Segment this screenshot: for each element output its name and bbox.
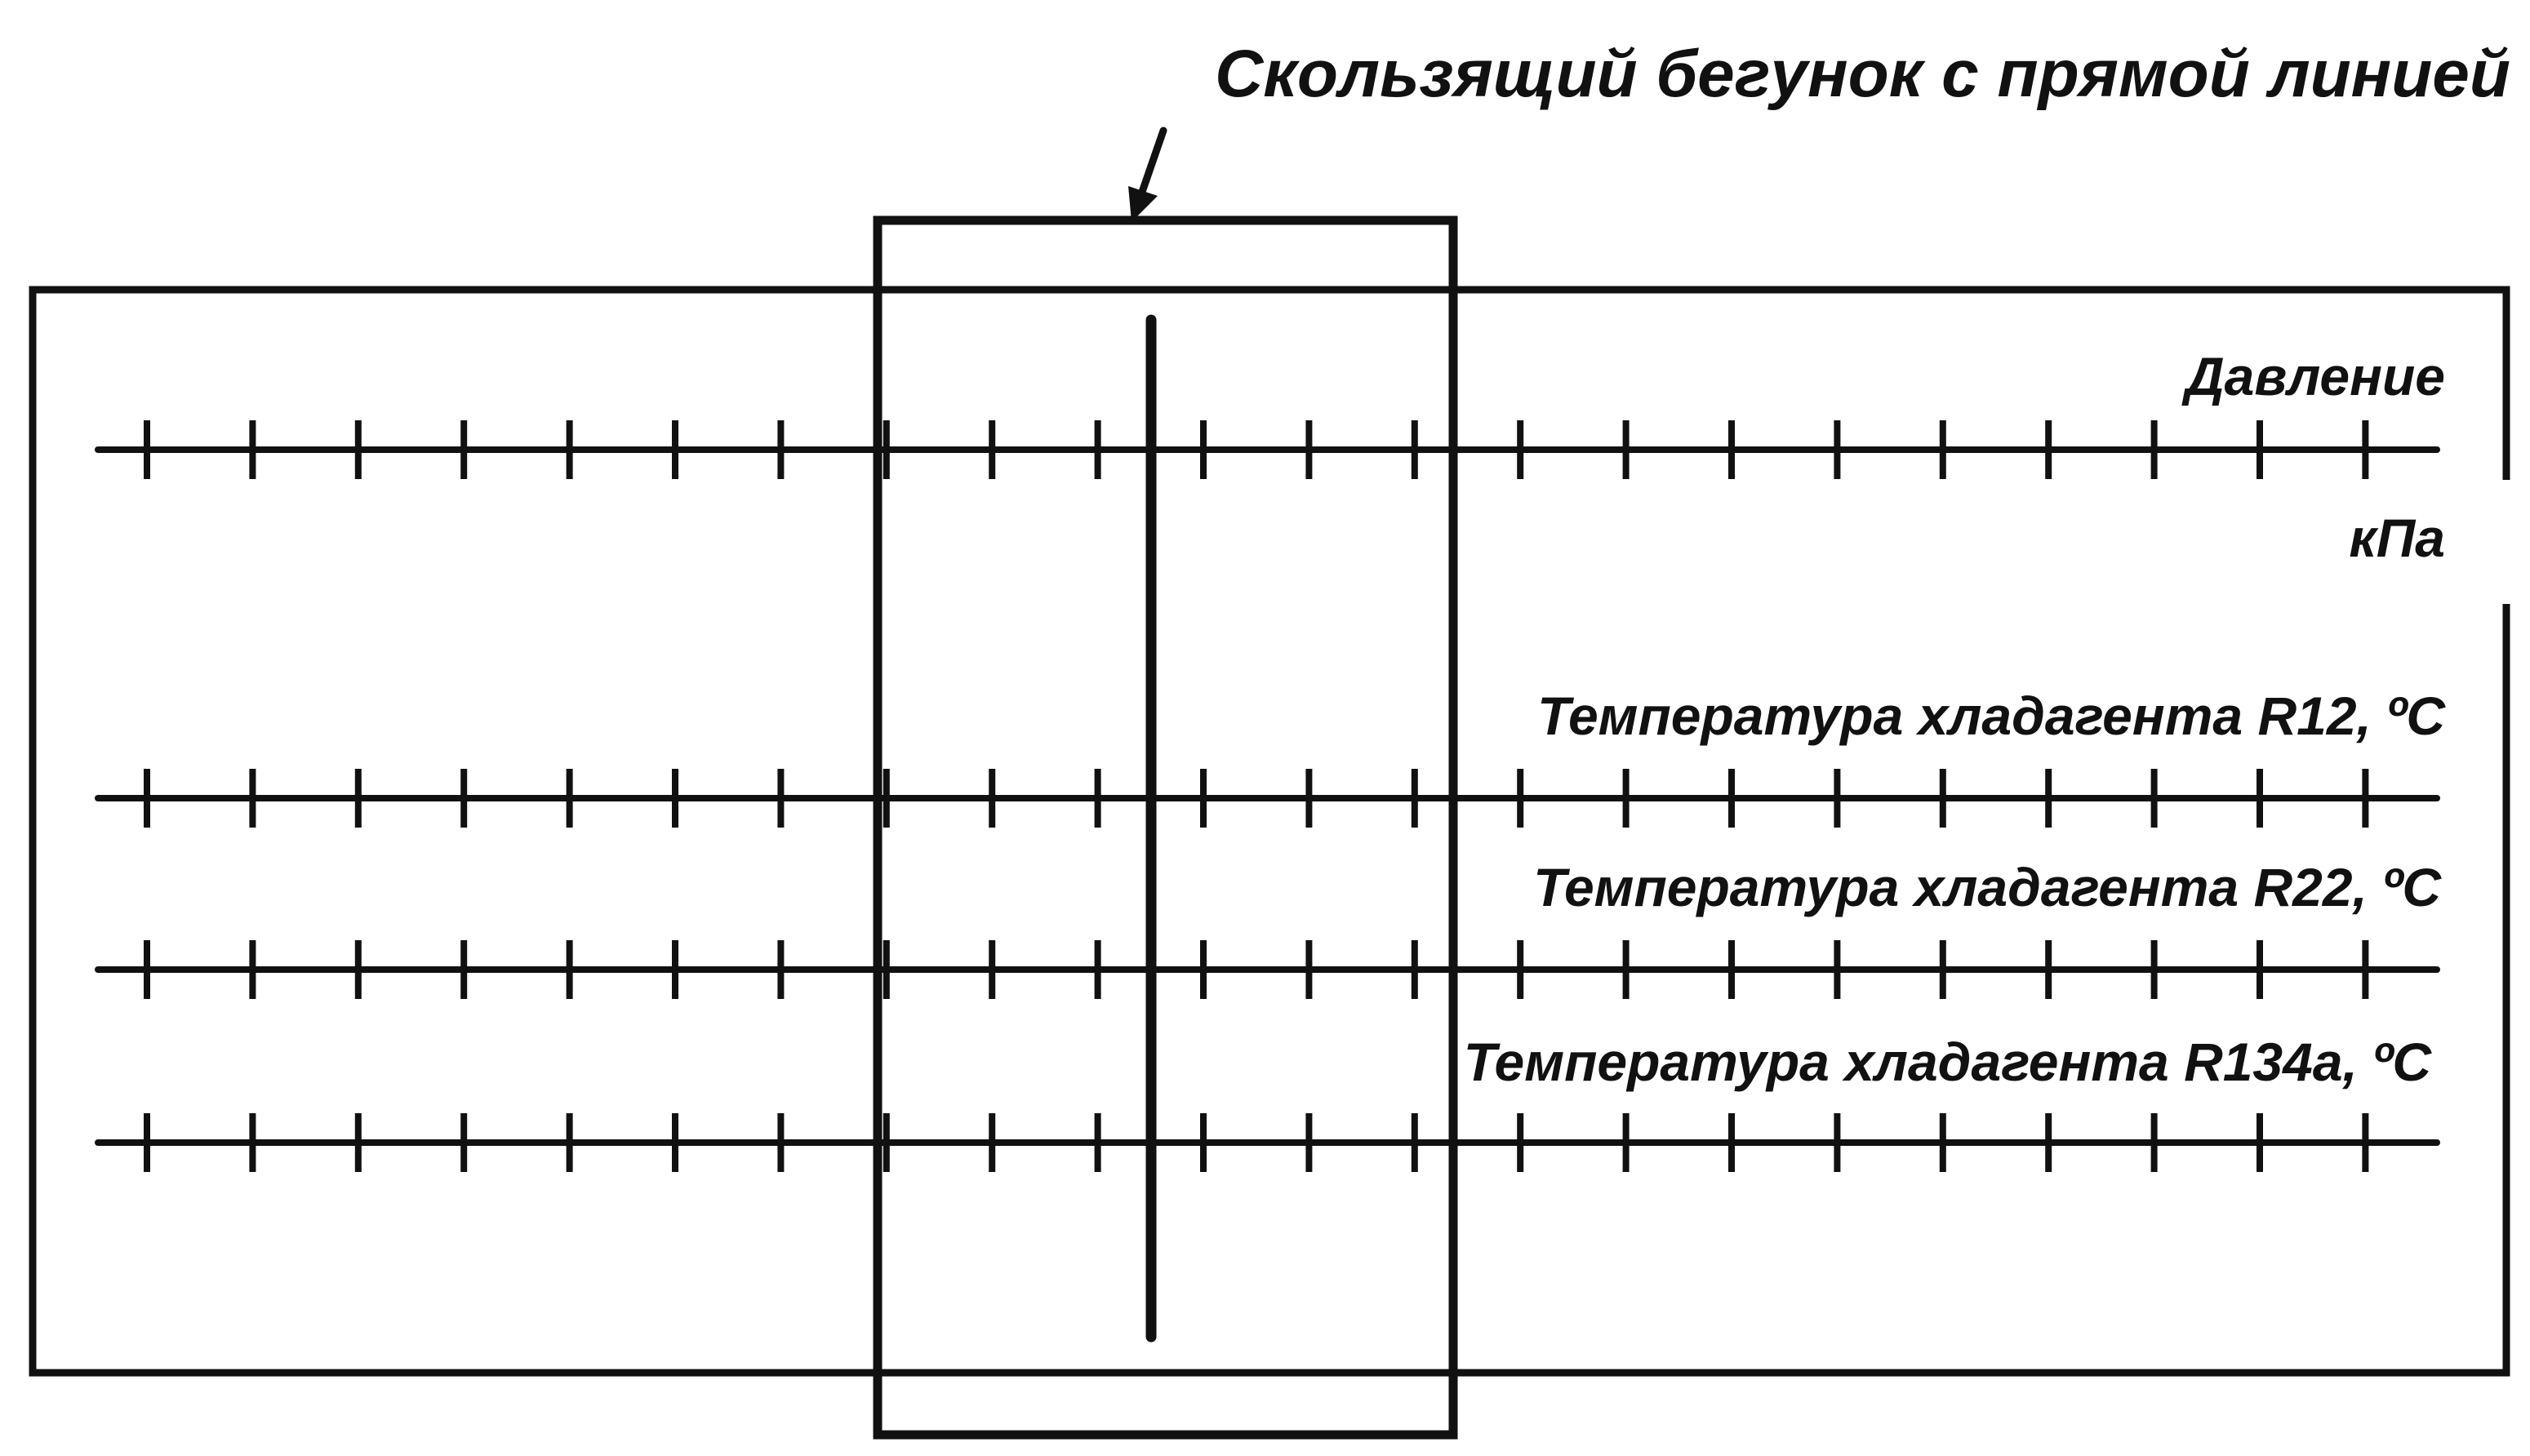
r134a-scale-label: Температура хладагента R134a, ºC [1464, 1032, 2433, 1092]
r12-scale [95, 769, 2440, 828]
pressure-scale-label: Давление [2181, 346, 2445, 406]
title-arrow [1128, 127, 1167, 222]
rule-body-frame-outline [29, 286, 2510, 1377]
r22-scale-label: Температура хладагента R22, ºC [1533, 857, 2442, 917]
slider-cursor[interactable] [873, 215, 1458, 1440]
slider-title: Скользящий бегунок с прямой линией [1215, 37, 2510, 111]
title-arrow-shaft [1137, 127, 1167, 198]
pressure-scale [95, 420, 2440, 479]
r134a-scale [95, 1113, 2440, 1172]
slider-cursor-frame[interactable] [873, 215, 1458, 1440]
pressure-unit-label: кПа [2349, 508, 2445, 568]
r12-scale-label: Температура хладагента R12, ºC [1537, 686, 2446, 746]
title-arrow-head [1128, 186, 1158, 222]
r22-scale [95, 940, 2440, 999]
rule-body-frame [29, 286, 2510, 1377]
